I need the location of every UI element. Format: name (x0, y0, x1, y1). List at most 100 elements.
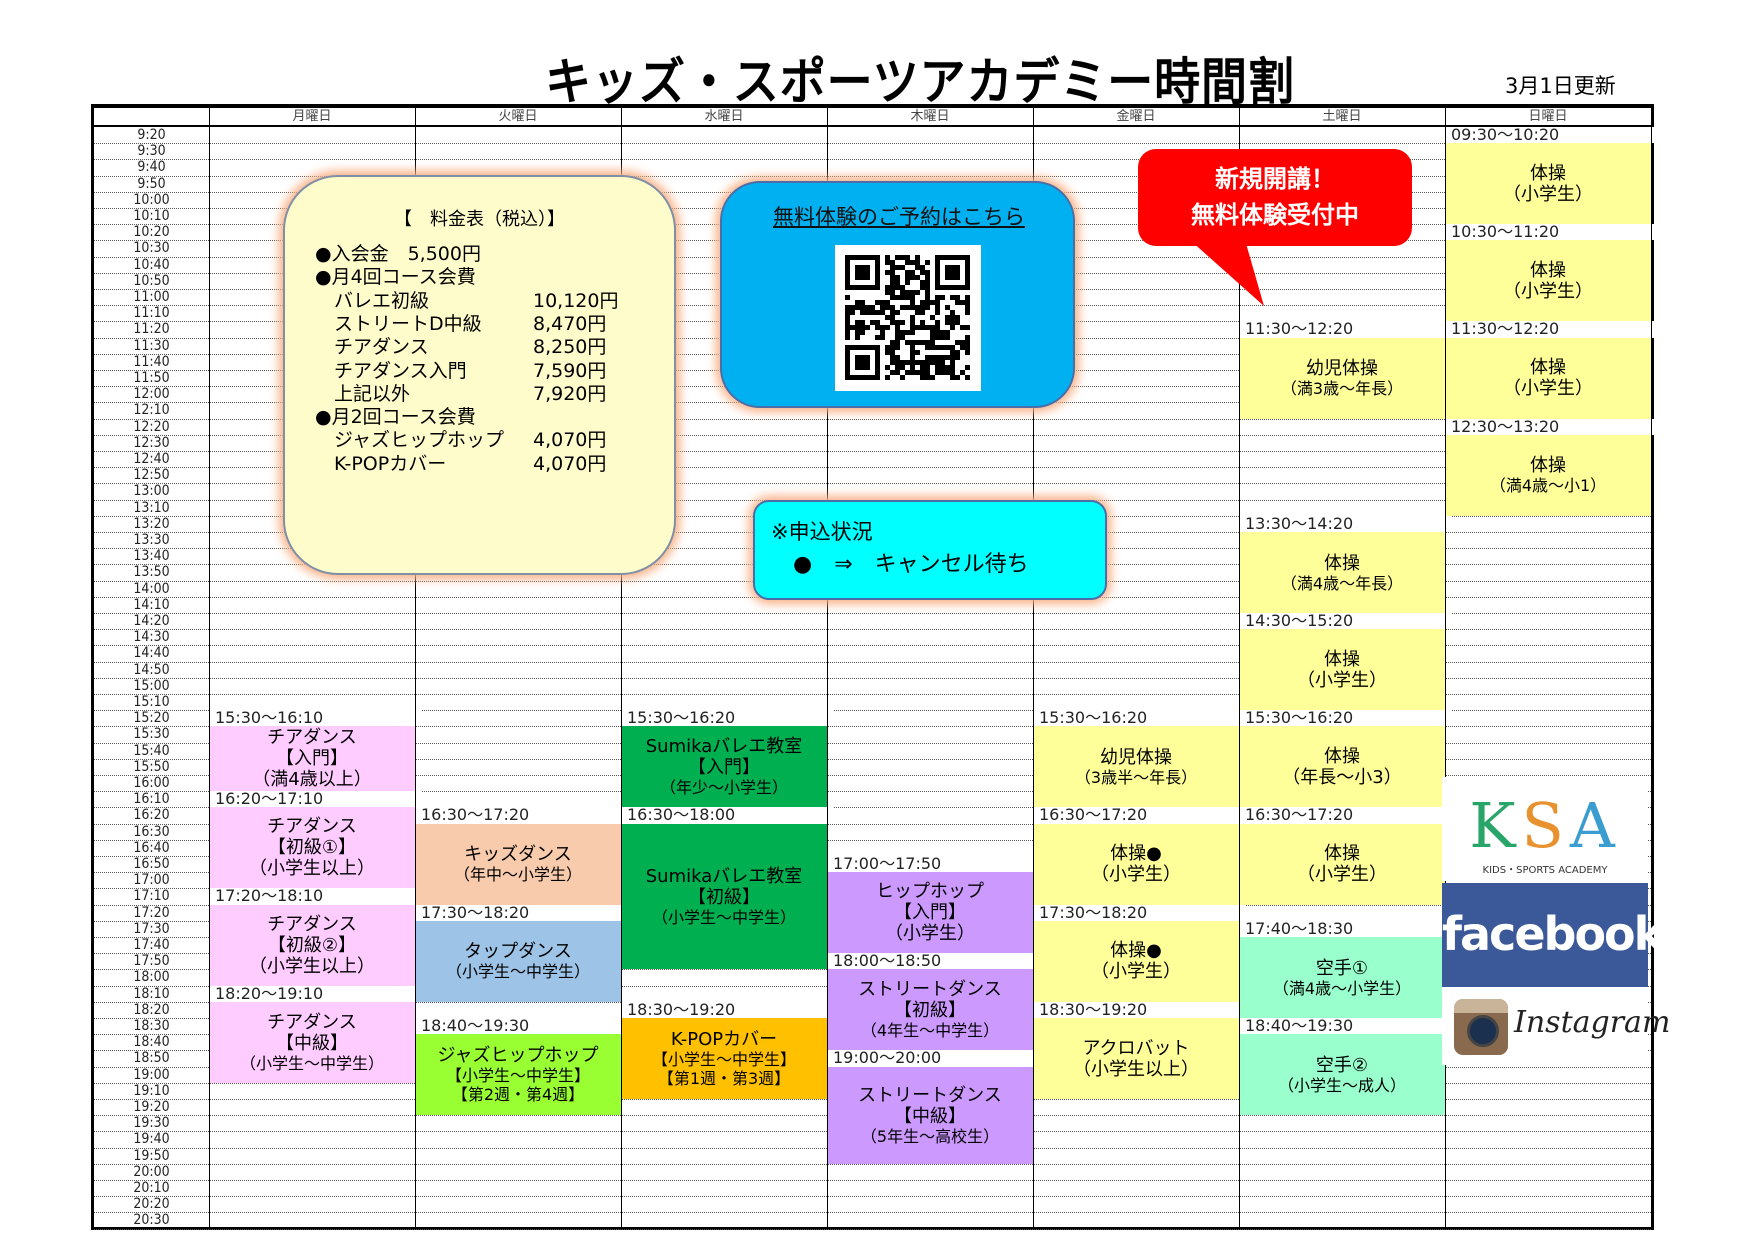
fee-item-amount: 7,920円 (533, 382, 607, 405)
class-text-line: 【第2週・第4週】 (451, 1085, 585, 1105)
time-label: 17:50 (133, 953, 170, 970)
class-text-line: （小学生） (1091, 961, 1181, 983)
class-block[interactable]: チアダンス【初級②】（小学生以上） (209, 904, 415, 986)
class-text-line: 【入門】 (688, 757, 760, 779)
class-block[interactable]: タップダンス（小学生～中学生） (415, 920, 621, 1002)
qr-code[interactable] (835, 245, 981, 391)
free-trial-link[interactable]: 無料体験のご予約はこちら (773, 205, 1025, 229)
class-text-line: 【初級】 (688, 886, 760, 908)
time-label: 18:20 (133, 1001, 170, 1018)
class-block[interactable]: K-POPカバー【小学生～中学生】【第1週・第3週】 (621, 1018, 827, 1099)
class-block[interactable]: ストリートダンス【中級】（5年生～高校生） (827, 1066, 1033, 1164)
time-label: 9:40 (137, 159, 166, 176)
class-block[interactable]: 体操（小学生） (1445, 337, 1651, 419)
time-label: 11:40 (133, 353, 170, 370)
class-block[interactable]: 体操（満4歳～年長） (1239, 532, 1445, 613)
time-label: 10:30 (133, 240, 170, 257)
instagram-camera-icon (1454, 999, 1508, 1055)
class-block[interactable]: 体操●（小学生） (1033, 920, 1239, 1002)
class-block[interactable]: チアダンス【入門】（満4歳以上） (209, 726, 415, 792)
class-block[interactable]: 幼児体操（満3歳～年長） (1239, 337, 1445, 419)
class-text-line: （年長～小3） (1282, 766, 1402, 788)
free-trial-box: 無料体験のご予約はこちら (720, 181, 1075, 408)
class-block[interactable]: 体操（小学生） (1239, 629, 1445, 711)
class-block[interactable]: 体操（満4歳～小1） (1445, 434, 1651, 516)
class-block[interactable]: チアダンス【中級】（小学生～中学生） (209, 1001, 415, 1083)
fee-item-amount: 4,070円 (533, 429, 607, 452)
time-label: 13:40 (133, 548, 170, 565)
row-line (94, 451, 1651, 452)
class-block[interactable]: 体操●（小学生） (1033, 823, 1239, 905)
row-line (94, 791, 1651, 793)
class-text-line: 【中級】 (276, 1032, 348, 1054)
time-label: 20:00 (133, 1163, 170, 1180)
callout-line-2: 無料体験受付中 (1191, 201, 1359, 229)
class-block[interactable]: キッズダンス（年中～小学生） (415, 823, 621, 905)
application-status-box: ※申込状況 ● ⇒ キャンセル待ち (753, 500, 1107, 600)
page-title: キッズ・スポーツアカデミー時間割 (545, 53, 1295, 111)
row-line (94, 726, 1651, 728)
class-block[interactable]: チアダンス【初級①】（小学生以上） (209, 807, 415, 889)
class-text-line: 空手① (1315, 957, 1369, 979)
class-text-line: （小学生） (885, 923, 975, 945)
class-text-line: （5年生～高校生） (860, 1126, 1000, 1146)
class-block[interactable]: 体操（年長～小3） (1239, 726, 1445, 808)
class-time-label: 16:20～17:10 (209, 791, 421, 808)
class-time-label: 18:40～19:30 (1239, 1017, 1451, 1035)
class-text-line: チアダンス (267, 1011, 357, 1033)
class-block[interactable]: アクロバット（小学生以上） (1033, 1018, 1239, 1099)
class-time-label: 17:20～18:10 (209, 888, 421, 905)
class-text-line: キッズダンス (464, 844, 572, 866)
day-header: 金曜日 (1033, 108, 1239, 127)
time-label: 13:00 (133, 483, 170, 500)
time-label: 19:20 (133, 1099, 170, 1115)
class-text-line: （3歳半～年長） (1074, 767, 1198, 787)
row-line (94, 677, 1651, 679)
class-time-label: 15:30～16:10 (209, 710, 421, 727)
class-block[interactable]: ヒップホップ【入門】（小学生） (827, 872, 1033, 954)
time-label: 16:30 (133, 823, 170, 840)
class-text-line: （4年生～中学生） (860, 1021, 1000, 1041)
class-time-label: 17:40～18:30 (1239, 920, 1451, 937)
class-text-line: 体操 (1530, 357, 1566, 379)
class-block[interactable]: 幼児体操（3歳半～年長） (1033, 726, 1239, 808)
class-block[interactable]: ストリートダンス【初級】（4年生～中学生） (827, 969, 1033, 1051)
class-block[interactable]: 体操（小学生） (1445, 240, 1651, 322)
class-time-label: 17:30～18:20 (1033, 904, 1245, 921)
class-time-label: 16:30～17:20 (1239, 807, 1451, 824)
time-label: 19:10 (133, 1082, 170, 1099)
time-label: 9:20 (137, 127, 166, 143)
row-line (94, 758, 1651, 760)
column-divider (621, 108, 622, 1227)
time-header (94, 108, 209, 127)
time-label: 9:30 (137, 143, 166, 160)
day-header: 土曜日 (1239, 108, 1445, 127)
facebook-link[interactable]: facebook (1442, 883, 1664, 987)
class-block[interactable]: 空手②（小学生～成人） (1239, 1034, 1445, 1116)
class-text-line: 幼児体操 (1306, 358, 1378, 380)
class-block[interactable]: Sumikaバレエ教室【初級】（小学生～中学生） (621, 823, 827, 970)
class-block[interactable]: Sumikaバレエ教室【入門】（年少～小学生） (621, 726, 827, 808)
time-label: 16:10 (133, 791, 170, 808)
class-text-line: タップダンス (464, 941, 572, 963)
ksa-logo[interactable]: KSA KIDS・SPORTS ACADEMY (1442, 777, 1648, 881)
column-divider (1651, 108, 1652, 1227)
row-line (94, 418, 1651, 420)
class-block[interactable]: 空手①（満4歳～小学生） (1239, 937, 1445, 1018)
instagram-link[interactable]: Instagram (1442, 987, 1670, 1065)
time-label: 15:10 (133, 694, 170, 710)
time-label: 20:10 (133, 1180, 170, 1196)
time-label: 12:50 (133, 467, 170, 484)
class-time-label: 11:30～12:20 (1239, 321, 1451, 338)
day-header: 月曜日 (209, 108, 415, 127)
time-label: 14:10 (133, 596, 170, 613)
class-time-label: 09:30～10:20 (1445, 126, 1657, 144)
column-divider (827, 108, 828, 1227)
class-block[interactable]: 体操（小学生） (1239, 823, 1445, 905)
row-line (94, 839, 1651, 841)
row-line (94, 434, 1651, 436)
class-text-line: 幼児体操 (1100, 746, 1172, 768)
class-block[interactable]: 体操（小学生） (1445, 143, 1651, 225)
class-block[interactable]: ジャズヒップホップ【小学生～中学生】【第2週・第4週】 (415, 1034, 621, 1116)
